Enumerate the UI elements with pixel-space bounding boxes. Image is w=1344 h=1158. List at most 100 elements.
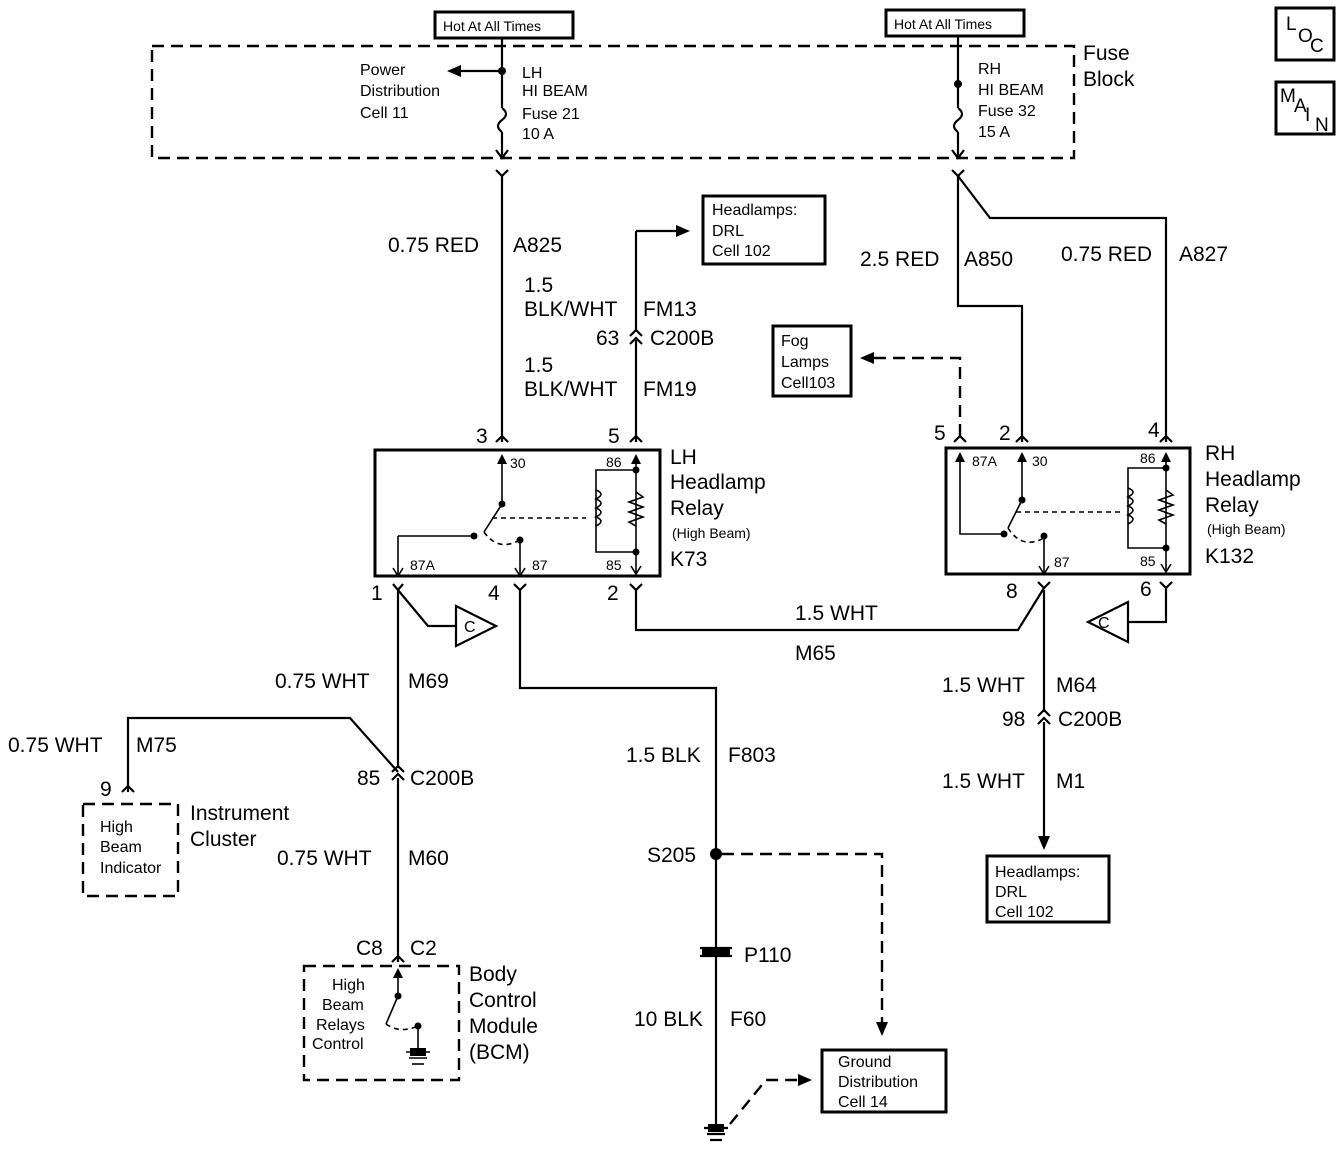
svg-text:FM13: FM13 xyxy=(643,298,697,321)
svg-text:Hot At All Times: Hot At All Times xyxy=(443,18,541,34)
svg-text:86: 86 xyxy=(606,454,622,470)
svg-text:A850: A850 xyxy=(964,248,1013,271)
svg-text:Relays: Relays xyxy=(316,1017,365,1034)
svg-text:1.5: 1.5 xyxy=(524,354,553,377)
svg-text:30: 30 xyxy=(1032,453,1048,469)
svg-text:1.5 WHT: 1.5 WHT xyxy=(942,770,1025,793)
svg-text:(BCM): (BCM) xyxy=(469,1041,530,1064)
svg-text:30: 30 xyxy=(510,455,526,471)
svg-text:Cell 102: Cell 102 xyxy=(995,904,1054,921)
wire-m69-m60: 0.75 WHT M69 85 C200B 0.75 WHT M60 xyxy=(275,590,474,963)
svg-text:DRL: DRL xyxy=(712,223,744,240)
fuse-block-title: Fuse xyxy=(1083,42,1130,65)
svg-text:15 A: 15 A xyxy=(978,124,1010,141)
svg-text:C: C xyxy=(1310,36,1324,57)
svg-text:Fog: Fog xyxy=(781,333,809,350)
svg-text:Headlamps:: Headlamps: xyxy=(995,864,1080,881)
svg-text:N: N xyxy=(1315,115,1329,136)
svg-text:K73: K73 xyxy=(670,548,707,571)
svg-text:C: C xyxy=(464,619,476,636)
wire-m64-m1: 1.5 WHT M64 98 C200B 1.5 WHT M1 xyxy=(942,590,1122,850)
svg-text:RH: RH xyxy=(1205,442,1235,465)
svg-text:1.5 BLK: 1.5 BLK xyxy=(626,744,701,767)
svg-text:87A: 87A xyxy=(972,453,998,469)
svg-text:Relay: Relay xyxy=(670,497,724,520)
svg-text:M: M xyxy=(1280,86,1296,107)
svg-text:High: High xyxy=(100,819,133,836)
svg-text:C2: C2 xyxy=(410,937,437,960)
svg-text:BLK/WHT: BLK/WHT xyxy=(524,378,618,401)
svg-text:0.75 WHT: 0.75 WHT xyxy=(8,734,103,757)
svg-text:0.75 RED: 0.75 RED xyxy=(1061,243,1152,266)
svg-text:1: 1 xyxy=(371,582,383,605)
svg-text:87: 87 xyxy=(1054,554,1070,570)
svg-text:S205: S205 xyxy=(647,844,696,867)
svg-text:Fuse 21: Fuse 21 xyxy=(522,106,580,123)
svg-text:BLK/WHT: BLK/WHT xyxy=(524,298,618,321)
svg-text:L: L xyxy=(1286,14,1297,35)
svg-text:Cluster: Cluster xyxy=(190,828,257,851)
wire-m75: 0.75 WHT M75 xyxy=(8,716,399,793)
svg-text:Control: Control xyxy=(469,989,537,1012)
loc-button[interactable]: L O C xyxy=(1274,6,1336,62)
svg-text:A827: A827 xyxy=(1179,243,1228,266)
svg-text:I: I xyxy=(1305,105,1310,126)
fuse-block-outline xyxy=(150,44,1076,160)
svg-text:(High Beam): (High Beam) xyxy=(1207,521,1286,537)
svg-text:5: 5 xyxy=(934,422,946,445)
svg-text:Beam: Beam xyxy=(322,997,364,1014)
main-button[interactable]: M A I N xyxy=(1274,80,1336,136)
svg-text:Module: Module xyxy=(469,1015,538,1038)
drl-ref-bottom: Headlamps: DRL Cell 102 xyxy=(985,854,1111,924)
fog-lamps-ref: Fog Lamps Cell103 xyxy=(771,324,853,398)
svg-text:Cell 14: Cell 14 xyxy=(838,1094,888,1111)
rh-fuse: RH HI BEAM Fuse 32 15 A xyxy=(951,61,1044,160)
svg-text:Hot At All Times: Hot At All Times xyxy=(894,16,992,32)
svg-text:1.5 WHT: 1.5 WHT xyxy=(942,674,1025,697)
svg-text:1.5: 1.5 xyxy=(524,274,553,297)
svg-text:M60: M60 xyxy=(408,847,449,870)
svg-text:P110: P110 xyxy=(744,944,792,967)
ground-distribution-ref: Ground Distribution Cell 14 xyxy=(820,1048,948,1114)
instrument-cluster: 9 High Beam Indicator Instrument Cluster xyxy=(81,778,289,898)
svg-text:1.5 WHT: 1.5 WHT xyxy=(795,602,878,625)
wire-fm13-fm19: 1.5 BLK/WHT FM13 63 C200B 1.5 BLK/WHT FM… xyxy=(524,225,714,443)
wire-a827: 0.75 RED A827 xyxy=(957,175,1228,443)
wire-f803-f60: 1.5 BLK F803 S205 P110 10 BLK F60 xyxy=(518,590,792,1142)
svg-text:2: 2 xyxy=(607,582,619,605)
svg-text:86: 86 xyxy=(1140,450,1156,466)
svg-text:87A: 87A xyxy=(410,557,436,573)
svg-text:4: 4 xyxy=(1148,419,1160,442)
svg-text:Relay: Relay xyxy=(1205,494,1259,517)
svg-text:C8: C8 xyxy=(356,937,383,960)
svg-text:M65: M65 xyxy=(795,642,836,665)
svg-text:85: 85 xyxy=(357,767,380,790)
wire-a850: 2.5 RED A850 xyxy=(860,169,1029,443)
svg-text:Fuse 32: Fuse 32 xyxy=(978,103,1036,120)
svg-text:Ground: Ground xyxy=(838,1054,891,1071)
svg-text:C200B: C200B xyxy=(410,767,474,790)
svg-text:5: 5 xyxy=(608,425,620,448)
lh-fuse: LH HI BEAM Fuse 21 10 A xyxy=(495,65,588,160)
wire-m65: 1.5 WHT M65 xyxy=(634,587,1045,665)
svg-text:A825: A825 xyxy=(513,234,562,257)
fuse-block-title-2: Block xyxy=(1083,68,1135,91)
svg-text:8: 8 xyxy=(1006,580,1018,603)
svg-text:Power: Power xyxy=(360,62,406,79)
svg-text:Indicator: Indicator xyxy=(100,860,162,877)
wire-fog xyxy=(860,352,967,443)
svg-text:LH: LH xyxy=(522,65,542,82)
svg-text:Instrument: Instrument xyxy=(190,802,289,825)
svg-text:10 A: 10 A xyxy=(522,126,554,143)
svg-text:C200B: C200B xyxy=(1058,708,1122,731)
svg-text:Headlamps:: Headlamps: xyxy=(712,202,797,219)
svg-text:F60: F60 xyxy=(730,1008,766,1031)
power-distribution-ref: Power Distribution Cell 11 xyxy=(360,62,502,122)
svg-text:K132: K132 xyxy=(1205,545,1254,568)
svg-text:HI BEAM: HI BEAM xyxy=(522,83,588,100)
rh-headlamp-relay: 5 2 4 8 6 RH Headlamp Relay (High Beam) … xyxy=(934,419,1301,603)
svg-text:DRL: DRL xyxy=(995,884,1027,901)
svg-text:Headlamp: Headlamp xyxy=(1205,468,1301,491)
svg-text:Beam: Beam xyxy=(100,839,142,856)
